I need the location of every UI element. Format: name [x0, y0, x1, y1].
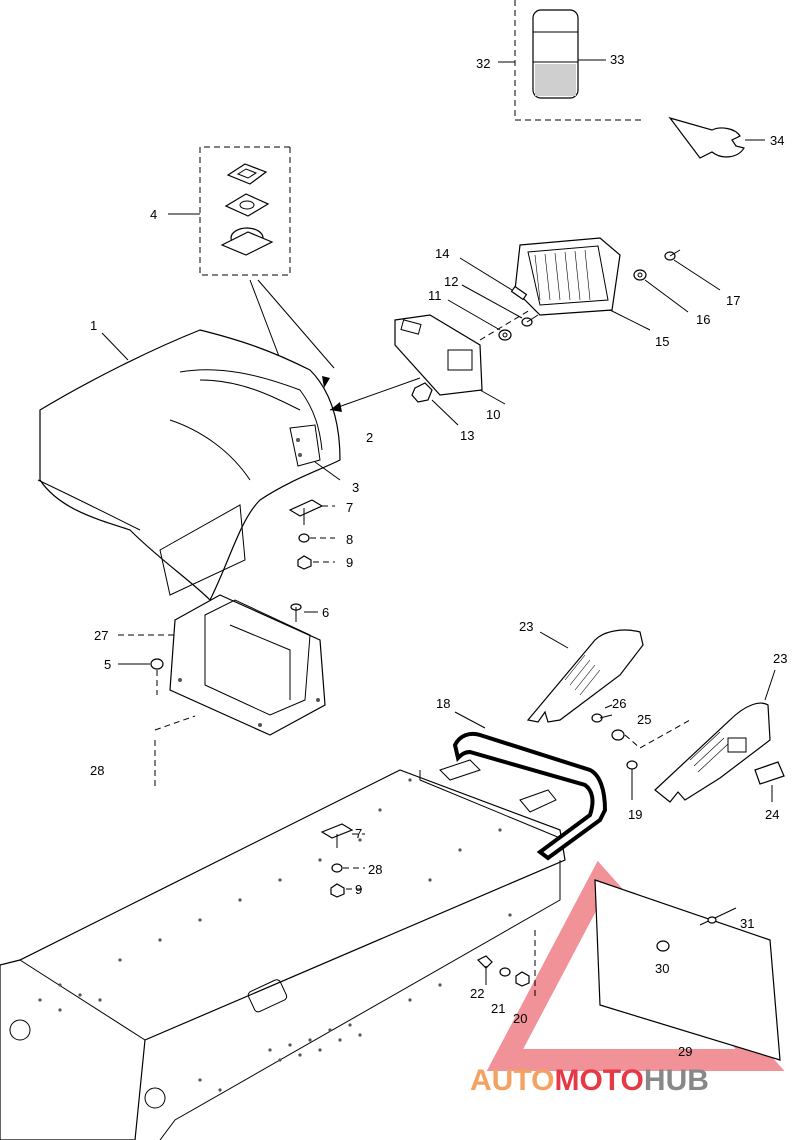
callout-12: 12: [444, 274, 458, 289]
callout-28a: 28: [90, 763, 104, 778]
callout-8: 8: [346, 532, 353, 547]
part-25-washer: [611, 729, 625, 741]
part-30-washer: [656, 940, 670, 952]
callout-22: 22: [470, 986, 484, 1001]
callout-14: 14: [435, 246, 449, 261]
callout-18: 18: [436, 696, 450, 711]
part-16-washer: [633, 269, 647, 281]
callout-32: 32: [476, 56, 490, 71]
callout-13: 13: [460, 428, 474, 443]
callout-27: 27: [94, 628, 108, 643]
watermark-auto: AUTO: [470, 1064, 554, 1097]
callout-7a: 7: [346, 500, 353, 515]
kit-4-plate: [224, 193, 270, 217]
part-13-nut: [411, 382, 433, 403]
part-20-nut: [515, 971, 530, 987]
part-6-bolt: [290, 603, 302, 622]
callout-6: 6: [322, 605, 329, 620]
part-23-cover-left: [526, 629, 644, 723]
part-12-screw: [521, 314, 539, 327]
callout-19: 19: [628, 807, 642, 822]
part-10-taillight-housing: [394, 314, 483, 396]
part-22-bolt: [476, 955, 493, 985]
part-26-bolt: [591, 713, 613, 723]
callout-9b: 9: [355, 882, 362, 897]
callout-20: 20: [513, 1011, 527, 1026]
callout-34: 34: [770, 133, 784, 148]
callout-23b: 23: [773, 651, 787, 666]
part-23-cover-right: [654, 702, 771, 803]
part-15-tail-lens: [514, 237, 621, 316]
callout-5: 5: [104, 657, 111, 672]
part-19-bolt: [626, 760, 638, 800]
callout-30: 30: [655, 961, 669, 976]
watermark-moto: MOTO: [554, 1064, 643, 1097]
part-14-bulb: [510, 285, 528, 301]
part-33-bumper: [532, 9, 579, 99]
callout-4: 4: [150, 207, 157, 222]
part-7-clip-lower: [320, 823, 354, 848]
callout-23a: 23: [519, 619, 533, 634]
part-5-washer: [150, 658, 164, 670]
part-29-mudflap: [594, 879, 781, 1061]
part-27-battery-box: [169, 594, 326, 736]
callout-15: 15: [655, 334, 669, 349]
callout-29: 29: [678, 1044, 692, 1059]
part-29-tunnel: [0, 759, 566, 1140]
kit-4-base: [220, 227, 274, 256]
callout-33: 33: [610, 52, 624, 67]
part-9-nut-upper: [297, 555, 312, 570]
part-34-wrench: [668, 116, 745, 159]
callout-labels: 1 2 3 4 5 6 7 7 8 9 9 10 11 12 13 14 15 …: [90, 52, 787, 1059]
callout-10: 10: [486, 407, 500, 422]
watermark-logo: AUTOMOTOHUB: [470, 1064, 709, 1097]
part-17-screw: [664, 249, 681, 261]
callout-9a: 9: [346, 555, 353, 570]
callout-2: 2: [366, 430, 373, 445]
callout-7b: 7: [355, 826, 362, 841]
part-7-clip-upper: [288, 499, 324, 525]
callout-21: 21: [491, 1001, 505, 1016]
kit-4-box: [199, 146, 291, 276]
callout-26: 26: [612, 696, 626, 711]
part-24-reflector: [754, 761, 785, 785]
callout-3: 3: [352, 480, 359, 495]
part-31-rivet: [699, 907, 737, 926]
part-21-washer: [499, 967, 511, 977]
svg-text:AUTOMOTOHUB: AUTOMOTOHUB: [470, 1064, 709, 1097]
callout-25: 25: [637, 712, 651, 727]
part-8-washer-upper: [298, 533, 310, 543]
callout-17: 17: [726, 293, 740, 308]
callout-16: 16: [696, 312, 710, 327]
part-28-washer-lower: [331, 863, 343, 873]
callout-11: 11: [428, 288, 442, 303]
callout-28b: 28: [368, 862, 382, 877]
part-11-washer: [498, 329, 512, 341]
callout-24: 24: [765, 807, 779, 822]
part-9-nut-lower: [330, 883, 345, 898]
part-1-seat: [37, 329, 341, 602]
kit-32-bracket: [514, 0, 645, 121]
part-18-grab-handle: [452, 731, 608, 861]
kit-4-gasket-top: [226, 163, 268, 185]
callout-1: 1: [90, 318, 97, 333]
callout-31: 31: [740, 916, 754, 931]
watermark-hub: HUB: [644, 1064, 709, 1097]
